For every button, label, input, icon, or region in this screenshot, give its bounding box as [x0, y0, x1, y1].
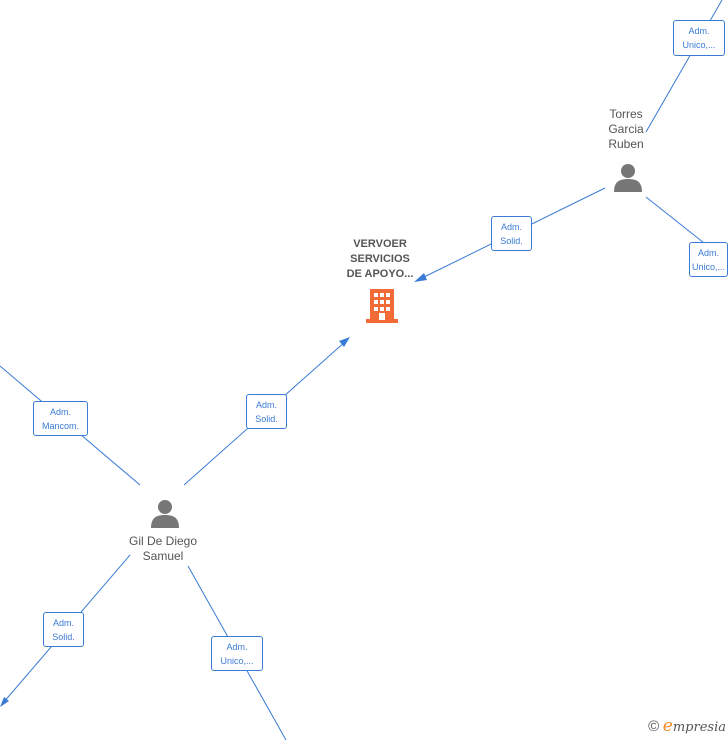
brand-initial: e — [662, 716, 673, 736]
building-icon[interactable] — [366, 289, 398, 323]
person-icon[interactable] — [613, 162, 643, 192]
edge-label-type: Unico,... — [220, 656, 254, 666]
person-icon[interactable] — [150, 498, 180, 528]
edge-label-adm-solid[interactable]: Adm. Solid. — [246, 394, 287, 429]
person-node-name[interactable]: Gil De Diego Samuel — [113, 534, 213, 564]
person-node-name[interactable]: Torres Garcia Ruben — [586, 107, 666, 152]
edge-label-role: Adm. — [688, 26, 710, 36]
empresia-watermark: © empresia — [648, 716, 726, 736]
edge-label-role: Adm. — [697, 248, 719, 258]
brand-name: mpresia — [672, 720, 726, 735]
edge-label-role: Adm. — [500, 222, 522, 232]
copyright-icon: © — [648, 718, 660, 735]
arrowhead-torres-company — [414, 273, 427, 282]
person-name-line: Garcia — [608, 122, 644, 136]
edge-label-type: Solid. — [255, 414, 278, 424]
company-name-line: VERVOER — [353, 238, 407, 250]
edge-label-type: Unico,... — [692, 262, 726, 272]
edge-label-role: Adm. — [255, 400, 277, 410]
edge-label-type: Solid. — [500, 236, 523, 246]
arrowhead-gil-company — [339, 337, 350, 347]
person-name-line: Gil De Diego — [128, 534, 198, 548]
edge-label-role: Adm. — [49, 407, 71, 417]
company-name-line: DE APOYO... — [346, 268, 414, 280]
edge-label-adm-solid[interactable]: Adm. Solid. — [491, 216, 532, 251]
edge-label-role: Adm. — [226, 642, 248, 652]
person-name-line: Samuel — [142, 549, 184, 563]
edge-label-type: Unico,... — [682, 40, 716, 50]
edge-label-type: Solid. — [52, 632, 75, 642]
edge-label-role: Adm. — [52, 618, 74, 628]
edge-label-type: Mancom. — [41, 421, 79, 431]
person-name-line: Ruben — [608, 137, 644, 151]
company-name-line: SERVICIOS — [350, 253, 410, 265]
person-name-line: Torres — [609, 107, 643, 121]
arrowhead-lowerleft — [0, 697, 9, 707]
company-node-name[interactable]: VERVOER SERVICIOS DE APOYO... — [330, 237, 430, 282]
edge-label-adm-unico[interactable]: Adm. Unico,... — [211, 636, 263, 671]
edge-label-adm-solid[interactable]: Adm. Solid. — [43, 612, 84, 647]
edge-label-adm-mancom[interactable]: Adm. Mancom. — [33, 401, 88, 436]
edge-label-adm-unico[interactable]: Adm. Unico,... — [673, 20, 725, 56]
edge-label-adm-unico[interactable]: Adm. Unico,... — [689, 242, 728, 277]
